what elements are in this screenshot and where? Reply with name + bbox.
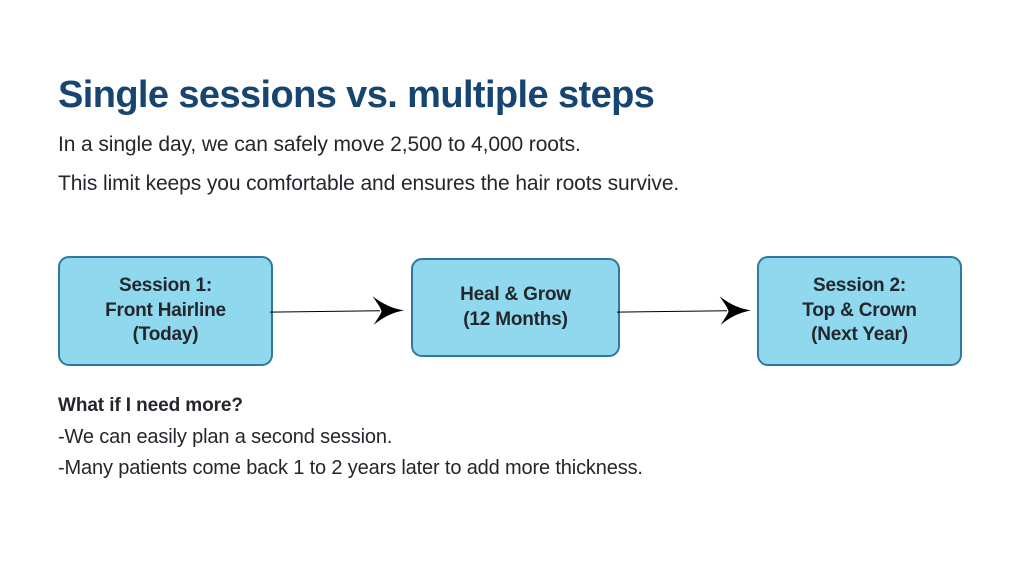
- flow-arrow-right-icon: [617, 296, 751, 325]
- flow-node-session-1[interactable]: Session 1: Front Hairline (Today): [58, 256, 273, 366]
- qa-bullet-line: -Many patients come back 1 to 2 years la…: [58, 457, 643, 479]
- qa-bullet-line: -We can easily plan a second session.: [58, 426, 393, 448]
- flow-node-label: Heal & Grow (12 Months): [460, 284, 571, 330]
- subtitle-line-2: This limit keeps you comfortable and ens…: [58, 172, 680, 195]
- qa-heading: What if I need more?: [58, 395, 243, 416]
- subtitle-line-1: In a single day, we can safely move 2,50…: [58, 133, 581, 156]
- flow-node-label: Session 1: Front Hairline (Today): [105, 275, 226, 346]
- flow-node-label: Session 2: Top & Crown (Next Year): [802, 275, 917, 346]
- page-title: Single sessions vs. multiple steps: [58, 74, 655, 116]
- flow-arrow-right-icon: [270, 296, 404, 325]
- flow-node-session-2[interactable]: Session 2: Top & Crown (Next Year): [757, 256, 962, 366]
- flow-node-heal-and-grow[interactable]: Heal & Grow (12 Months): [411, 258, 620, 357]
